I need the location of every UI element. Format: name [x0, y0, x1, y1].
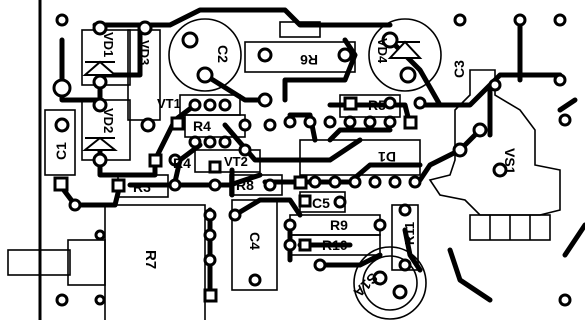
component-outlines: [7, 18, 561, 320]
label-r7: R7: [142, 250, 159, 269]
label-vs1: VS1: [502, 148, 518, 175]
label-vd2: VD2: [101, 108, 116, 133]
label-d1: D1: [378, 149, 396, 165]
component-labels: VD1 VD2 VD3 VD4 C1 C2 C3 R6 VT1 R4 R4 VT…: [53, 32, 518, 300]
label-r5: R5: [368, 97, 386, 113]
label-c1: C1: [53, 142, 69, 160]
label-r4a: R4: [193, 118, 211, 134]
label-vd4: VD4: [375, 38, 390, 64]
label-r3: R3: [133, 179, 151, 195]
label-c4: C4: [247, 232, 263, 250]
label-vt1: VT1: [157, 96, 181, 111]
label-c5: C5: [312, 195, 330, 211]
label-r9: R9: [330, 217, 348, 233]
label-r8: R8: [236, 177, 254, 193]
label-c3: C3: [451, 60, 467, 78]
diode-symbols: [82, 40, 423, 151]
label-vt2: VT2: [224, 154, 248, 169]
label-vd1: VD1: [101, 32, 116, 57]
label-r6: R6: [300, 52, 318, 68]
label-c2: C2: [215, 45, 231, 63]
board-outline: [38, 0, 42, 320]
label-r10: R10: [322, 237, 348, 253]
label-r11: R11: [402, 222, 417, 245]
solder-pads: [52, 13, 572, 307]
label-r4b: R4: [173, 155, 191, 171]
label-vd3: VD3: [137, 40, 152, 65]
